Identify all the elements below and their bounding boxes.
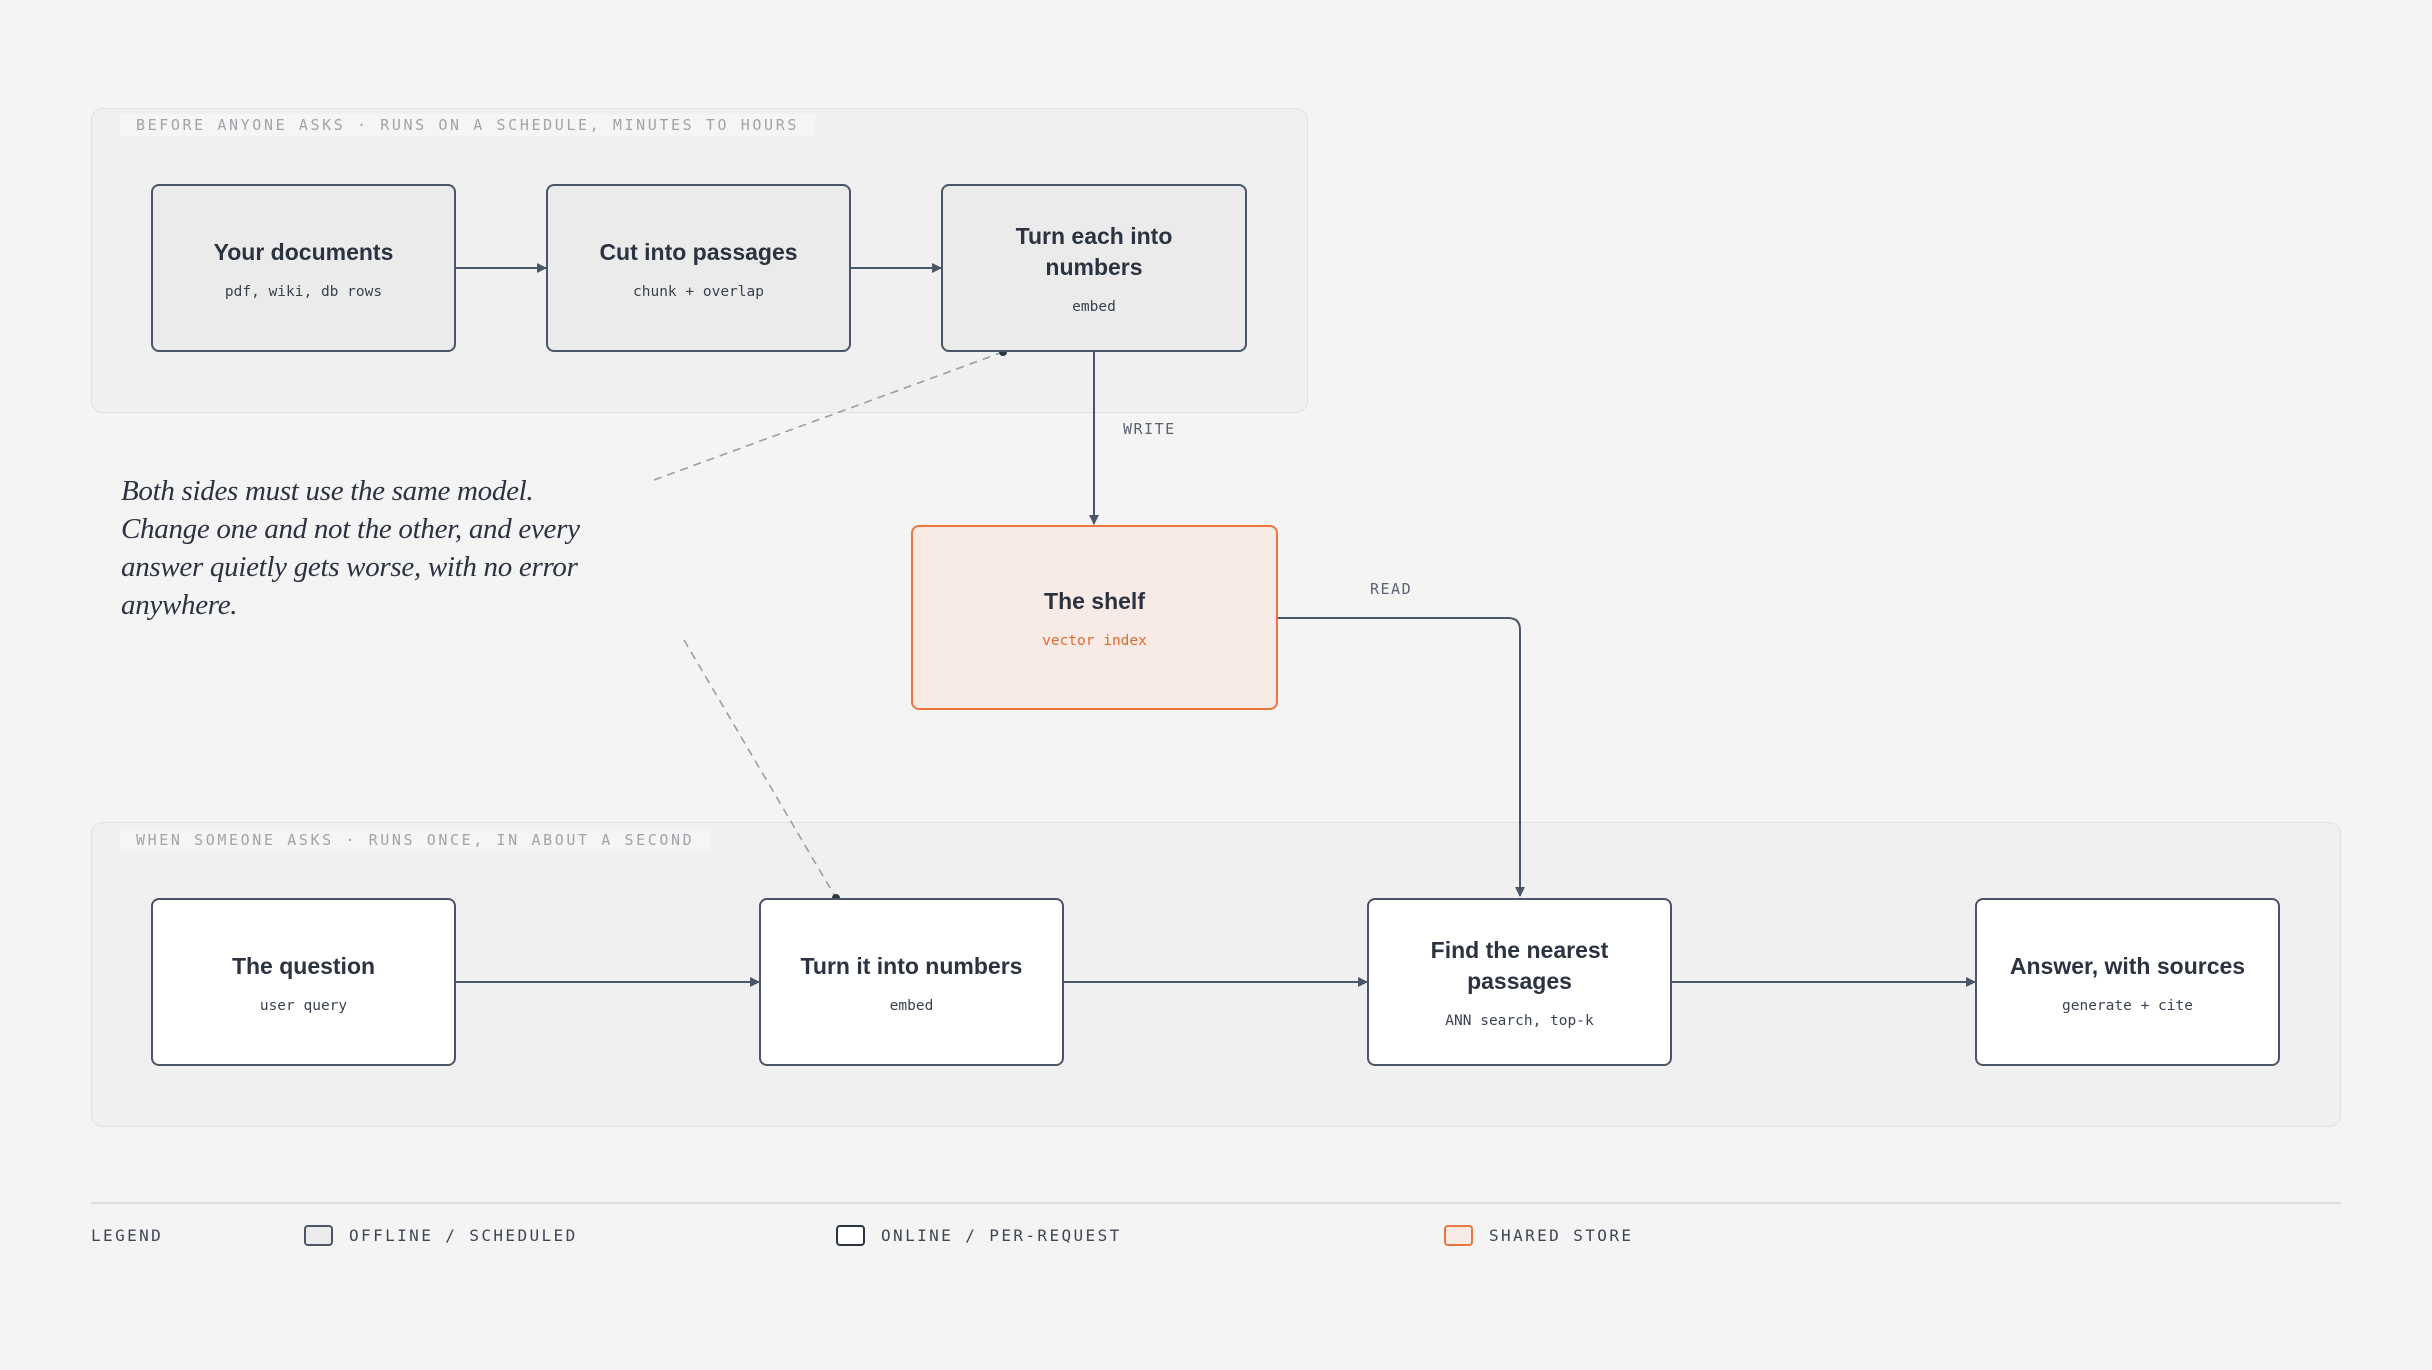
node-subtitle: generate + cite	[2062, 997, 2193, 1014]
node-turn-it-into-numbers: Turn it into numbers embed	[759, 898, 1064, 1066]
legend-swatch-store	[1444, 1225, 1473, 1246]
edge-read	[1278, 617, 1525, 897]
node-title: The shelf	[1044, 588, 1145, 614]
node-answer-with-sources: Answer, with sources generate + cite	[1975, 898, 2280, 1066]
node-your-documents: Your documents pdf, wiki, db rows	[151, 184, 456, 352]
legend-swatch-offline	[304, 1225, 333, 1246]
node-title: Answer, with sources	[2009, 952, 2246, 979]
node-the-question: The question user query	[151, 898, 456, 1066]
legend-label-offline: OFFLINE / SCHEDULED	[349, 1226, 578, 1245]
note-leader-top	[653, 351, 1004, 481]
online-lane	[91, 822, 2341, 1127]
node-title: Turn it into numbers	[800, 952, 1023, 979]
node-subtitle: ANN search, top-k	[1445, 1013, 1594, 1029]
node-subtitle: vector index	[1042, 633, 1147, 649]
node-title: Turn each into numbers	[1015, 223, 1173, 280]
node-title: The question	[231, 952, 376, 979]
online-lane-label: WHEN SOMEONE ASKS · RUNS ONCE, IN ABOUT …	[120, 829, 711, 851]
legend-label-online: ONLINE / PER-REQUEST	[881, 1226, 1122, 1245]
node-the-shelf: The shelf vector index	[911, 525, 1278, 710]
offline-lane-label: BEFORE ANYONE ASKS · RUNS ON A SCHEDULE,…	[120, 114, 815, 136]
node-subtitle: pdf, wiki, db rows	[224, 283, 383, 300]
legend-label-store: SHARED STORE	[1489, 1226, 1634, 1245]
node-subtitle: embed	[889, 997, 934, 1014]
node-title: Find the nearest passages	[1430, 937, 1609, 994]
annotation-note: Both sides must use the same model. Chan…	[121, 475, 580, 621]
node-cut-into-passages: Cut into passages chunk + overlap	[546, 184, 851, 352]
node-turn-each-into-numbers: Turn each into numbers embed	[941, 184, 1247, 352]
legend-swatch-online	[836, 1225, 865, 1246]
node-subtitle: chunk + overlap	[633, 283, 764, 300]
node-title: Your documents	[213, 238, 394, 265]
node-subtitle: embed	[1072, 299, 1116, 315]
note-leader-bottom	[683, 639, 837, 899]
node-find-nearest-passages: Find the nearest passages ANN search, to…	[1367, 898, 1672, 1066]
edge-label-write: WRITE	[1123, 420, 1176, 438]
node-title: Cut into passages	[599, 238, 798, 265]
legend-title: LEGEND	[91, 1226, 164, 1245]
edge-label-read: READ	[1370, 580, 1413, 598]
node-subtitle: user query	[259, 997, 348, 1014]
legend-divider	[91, 1202, 2341, 1204]
